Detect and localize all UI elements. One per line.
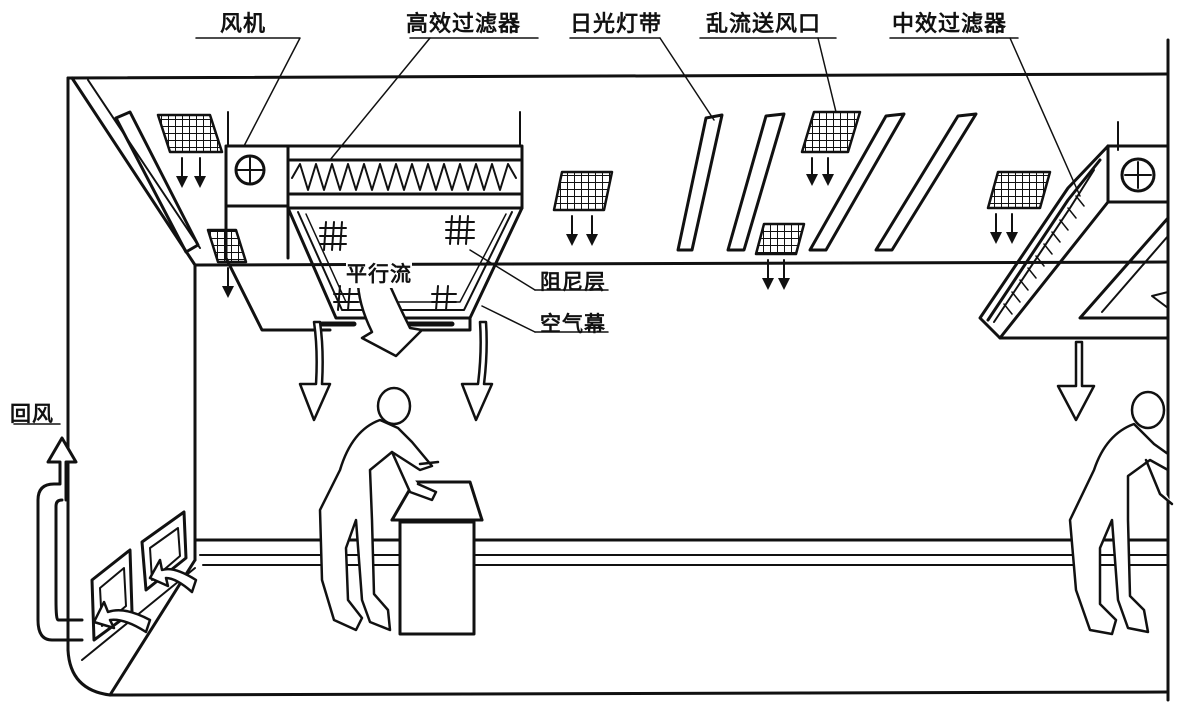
hood-grid-marks — [319, 215, 475, 311]
light-strip — [874, 112, 978, 252]
supply-grille — [754, 222, 806, 256]
label-damping-layer: 阻尼层 — [540, 270, 606, 294]
supply-grille — [156, 113, 224, 154]
label-parallel-flow: 平行流 — [346, 258, 412, 288]
label-hepa-filter: 高效过滤器 — [406, 12, 522, 37]
hanger-rods — [227, 111, 1119, 151]
grille-airflow-arrows — [176, 157, 1018, 298]
medium-filter-unit — [978, 144, 1170, 340]
label-fluorescent-strip: 日光灯带 — [570, 12, 663, 37]
label-fan: 风机 — [220, 12, 267, 37]
workbench — [390, 480, 484, 636]
supply-grilles — [156, 110, 1052, 264]
fluorescent-strips — [114, 110, 978, 254]
return-air-duct — [36, 436, 84, 642]
fan-housing — [224, 144, 290, 208]
hepa-pleats — [291, 163, 517, 191]
light-strip — [808, 112, 906, 252]
light-strip — [114, 110, 200, 254]
supply-grille — [986, 170, 1052, 210]
supply-grille — [552, 170, 614, 212]
label-medium-filter: 中效过滤器 — [892, 12, 1008, 37]
light-strip — [726, 112, 786, 252]
return-air-arrows — [92, 558, 198, 634]
label-air-curtain: 空气幕 — [540, 312, 606, 336]
light-strip — [676, 113, 724, 252]
label-return-air: 回风 — [10, 402, 54, 426]
room-structure — [66, 38, 1170, 702]
downflow-arrows — [298, 270, 1096, 422]
fan-icon — [1120, 157, 1156, 193]
downflow-arrow — [298, 320, 332, 422]
worker-figure — [1068, 390, 1174, 636]
downflow-arrow — [1056, 340, 1096, 422]
downflow-arrow — [460, 320, 494, 422]
supply-grille — [800, 110, 862, 154]
fan-icon — [234, 154, 266, 186]
fan-filter-unit — [224, 144, 524, 332]
leader-lines — [13, 37, 1081, 425]
worker-figure — [318, 386, 440, 632]
label-turbulent-supply-outlet: 乱流送风口 — [706, 12, 822, 37]
